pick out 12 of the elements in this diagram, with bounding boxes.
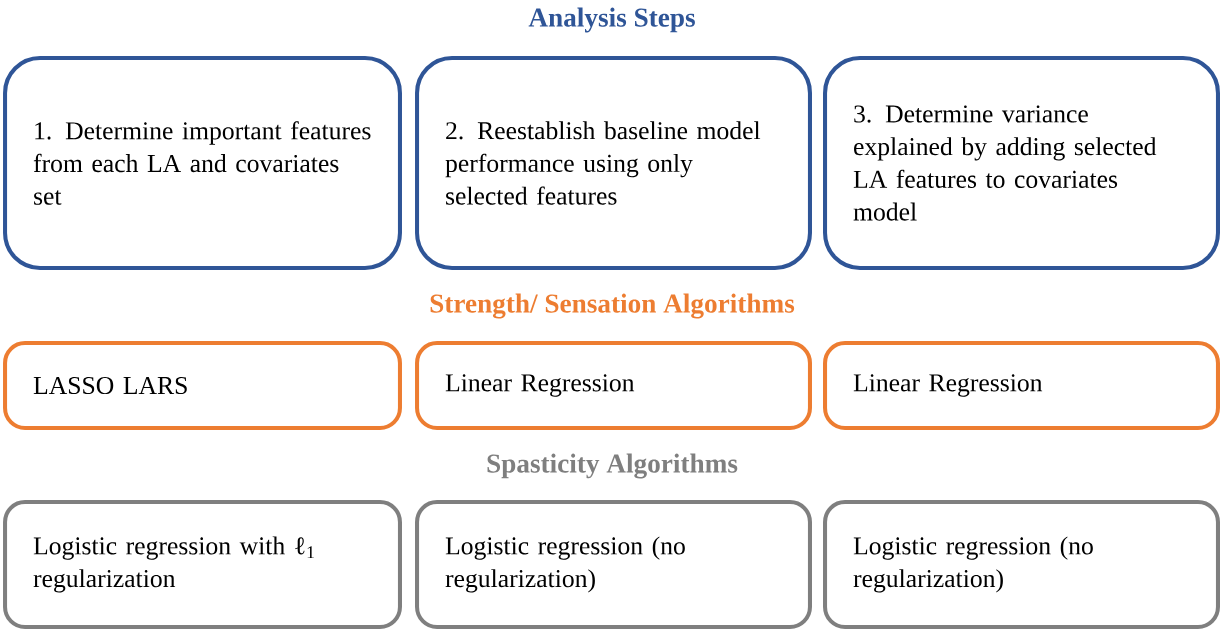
text-box: Logistic regression (no regularization) bbox=[823, 500, 1220, 629]
section-heading: Spasticity Algorithms bbox=[487, 453, 738, 479]
section-heading: Analysis Steps bbox=[528, 7, 695, 33]
text-box: Linear Regression bbox=[823, 341, 1220, 430]
text-box: LASSO LARS bbox=[3, 341, 402, 430]
text-box: 3. Determine variance explained by adding selected LA features to covariates model bbox=[823, 56, 1220, 270]
section-heading: Strength/ Sensation Algorithms bbox=[430, 293, 795, 319]
text-box: 1. Determine important features from each LA and covariates set bbox=[3, 56, 402, 270]
text-box: Logistic regression (no regularization) bbox=[415, 500, 812, 629]
text-box: 2. Reestablish baseline model performance using only selected features bbox=[415, 56, 812, 270]
text-box: Linear Regression bbox=[415, 341, 812, 430]
text-box: Logistic regression with ℓ$_{1}$ regularization bbox=[3, 500, 402, 629]
